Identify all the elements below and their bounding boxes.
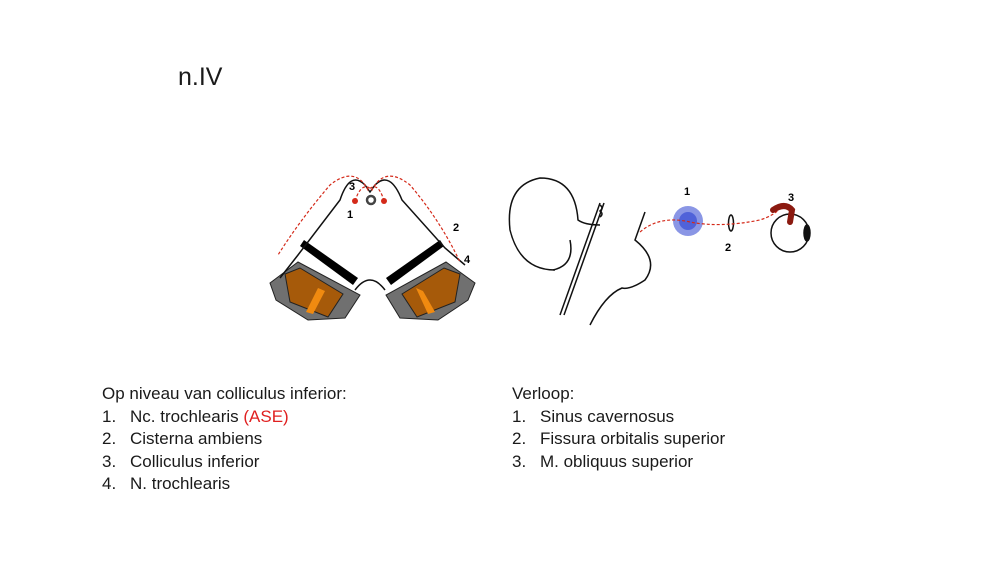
left-list: Op niveau van colliculus inferior: 1. Nc.…: [102, 383, 347, 496]
nerve-path-right: [354, 175, 461, 263]
list-item: 1. Sinus cavernosus: [512, 406, 725, 429]
label-1: 1: [347, 209, 353, 221]
label-4: 4: [464, 254, 471, 266]
item-number: 3.: [102, 451, 117, 471]
list-item: 4. N. trochlearis: [102, 473, 347, 496]
brainstem-cross-section: 3 1 2 4: [269, 175, 476, 321]
item-number: 2.: [102, 429, 117, 448]
item-text: Cisterna ambiens: [130, 429, 263, 448]
item-text: Fissura orbitalis superior: [540, 429, 726, 448]
nerve-course: [639, 207, 781, 233]
item-number: 4.: [102, 474, 117, 493]
list-item: 1. Nc. trochlearis (ASE): [102, 406, 347, 429]
label-2: 2: [453, 222, 459, 234]
item-text: Colliculus inferior: [130, 451, 260, 471]
right-list: Verloop: 1. Sinus cavernosus 2. Fissura or…: [512, 383, 725, 473]
item-text: Nc. trochlearis: [130, 406, 244, 426]
list-item: 2. Cisterna ambiens: [102, 428, 347, 451]
nerve-path-left: [277, 175, 385, 256]
item-number: 2.: [512, 429, 527, 448]
item-highlight: (ASE): [243, 406, 289, 426]
label-muscle: 3: [788, 192, 794, 204]
item-number: 1.: [512, 406, 527, 426]
label-3: 3: [349, 181, 355, 193]
slide-title: n.IV: [178, 63, 223, 91]
nerve-course-diagram: [508, 177, 811, 326]
list-item: 3. Colliculus inferior: [102, 451, 347, 474]
item-number: 1.: [102, 406, 117, 426]
item-text: Sinus cavernosus: [540, 406, 675, 426]
item-text: N. trochlearis: [130, 474, 231, 493]
item-number: 3.: [512, 451, 527, 471]
label-fissure: 2: [725, 242, 731, 254]
list-item: 3. M. obliquus superior: [512, 451, 725, 474]
left-list-heading: Op niveau van colliculus inferior:: [102, 384, 347, 403]
item-text: M. obliquus superior: [540, 451, 694, 471]
label-sinus: 1: [684, 186, 690, 198]
list-item: 2. Fissura orbitalis superior: [512, 428, 725, 451]
superior-oblique-muscle: [770, 203, 796, 225]
right-list-heading: Verloop:: [512, 384, 575, 403]
